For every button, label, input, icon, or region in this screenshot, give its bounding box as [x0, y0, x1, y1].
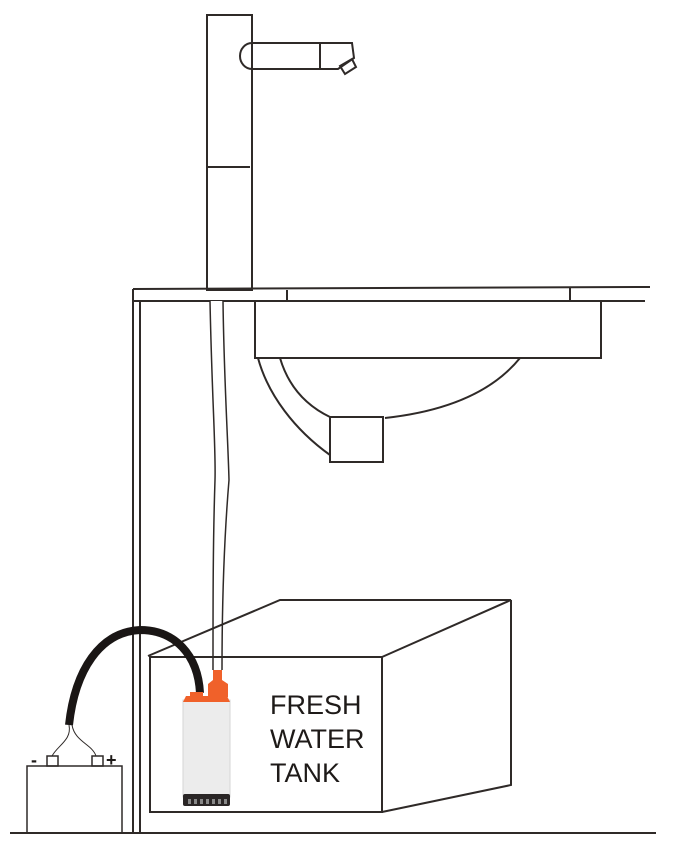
submersible-pump	[182, 670, 231, 806]
tank-label-line-3: TANK	[270, 758, 340, 788]
tank-label-line-2: WATER	[270, 724, 365, 754]
positive-sign: +	[106, 750, 117, 770]
sink-basin	[254, 300, 602, 463]
fresh-water-tank: FRESH WATER TANK	[147, 599, 512, 813]
negative-sign: -	[31, 750, 37, 770]
battery: - +	[26, 724, 123, 834]
negative-terminal	[46, 755, 59, 767]
cabinet-wall	[132, 289, 141, 833]
water-hose	[209, 300, 230, 671]
sink-drain	[329, 416, 384, 463]
tank-label-line-1: FRESH	[270, 690, 362, 720]
countertop	[132, 286, 651, 302]
power-cable	[65, 625, 204, 726]
positive-terminal	[91, 755, 104, 767]
faucet	[206, 14, 358, 291]
